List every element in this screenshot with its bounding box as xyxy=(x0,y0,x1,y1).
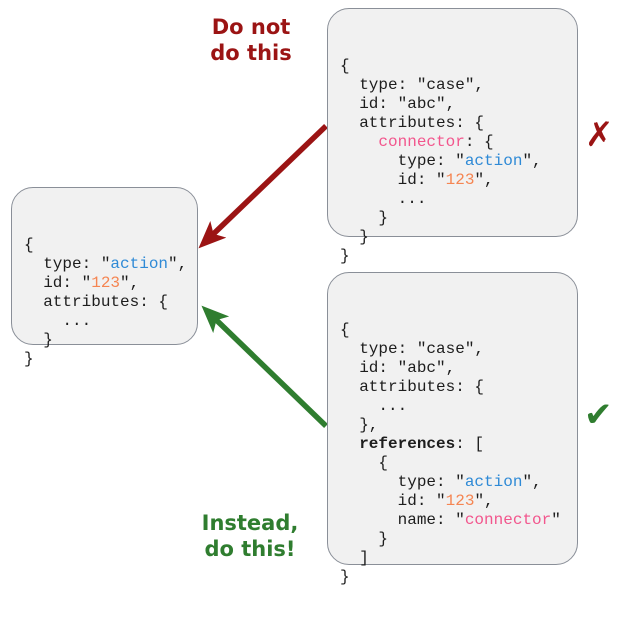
code-line: { xyxy=(340,321,350,339)
code-line: references: [ xyxy=(359,435,485,453)
code-line: } xyxy=(340,228,369,246)
code-line: ... xyxy=(340,397,408,415)
code-line: ... xyxy=(340,190,427,208)
code-good-example: { type: "case", id: "abc", attributes: {… xyxy=(328,321,577,587)
code-line: type: "case", xyxy=(340,340,485,358)
arrows-layer xyxy=(198,124,328,428)
checkmark-icon: ✔ xyxy=(584,395,613,435)
green-arrow-reference-to-object xyxy=(201,305,328,428)
code-line: id: "abc", xyxy=(340,95,456,113)
code-line: attributes: { xyxy=(24,293,169,311)
code-line: attributes: { xyxy=(340,114,485,132)
code-line: name: "connector" xyxy=(340,511,561,529)
code-line: type: "action", xyxy=(24,255,188,273)
cross-icon: ✗ xyxy=(585,115,614,155)
code-line: }, xyxy=(340,416,379,434)
red-arrow-embedded-to-object xyxy=(198,124,328,249)
code-line: id: "123", xyxy=(24,274,140,292)
code-line: id: "123", xyxy=(340,171,494,189)
code-line: { xyxy=(340,454,389,472)
json-box-target-object: { type: "action", id: "123", attributes:… xyxy=(11,187,198,368)
code-line: id: "123", xyxy=(340,492,494,510)
code-line: type: "action", xyxy=(340,152,542,170)
code-bad-example: { type: "case", id: "abc", attributes: {… xyxy=(328,57,577,266)
code-line: ... xyxy=(24,312,92,330)
diagram-canvas: { type: "case", id: "abc", attributes: {… xyxy=(11,8,614,586)
code-line: type: "action", xyxy=(340,473,542,491)
code-line: connector: { xyxy=(378,133,494,151)
code-line: } xyxy=(340,530,389,548)
code-line: } xyxy=(340,247,350,265)
code-line: { xyxy=(24,236,34,254)
code-line: } xyxy=(340,568,350,586)
code-line: } xyxy=(340,209,389,227)
code-line: } xyxy=(24,350,34,368)
code-line: id: "abc", xyxy=(340,359,456,377)
code-target-object: { type: "action", id: "123", attributes:… xyxy=(12,236,197,369)
json-box-bad-example: { type: "case", id: "abc", attributes: {… xyxy=(327,8,578,265)
code-line: attributes: { xyxy=(340,378,485,396)
code-line: ] xyxy=(340,549,369,567)
json-box-good-example: { type: "case", id: "abc", attributes: {… xyxy=(327,272,578,586)
code-line: type: "case", xyxy=(340,76,485,94)
code-line: } xyxy=(24,331,53,349)
code-line: { xyxy=(340,57,350,75)
callout-instead-do-this: Instead, do this! xyxy=(201,511,299,561)
callout-do-not-do-this: Do not do this xyxy=(210,15,292,65)
